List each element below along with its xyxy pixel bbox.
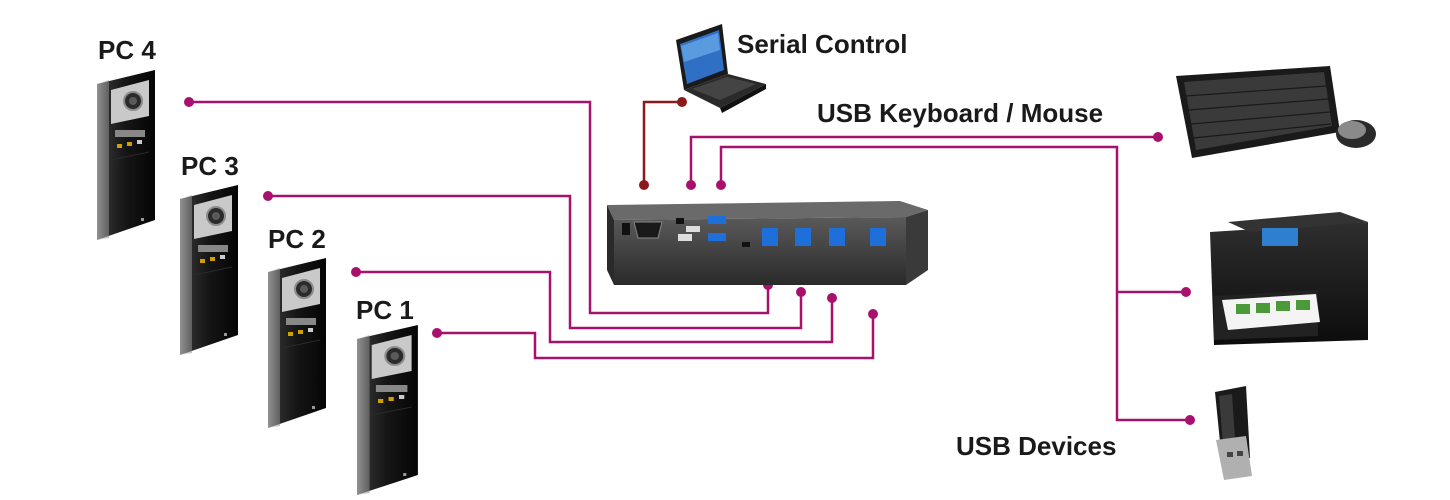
pc3-dot [263,191,273,201]
printer-dot [1181,287,1191,297]
keyboard-dot-kvm [686,180,696,190]
pc4-label: PC 4 [98,35,156,65]
pc3-label: PC 3 [181,151,239,181]
keyboard-cable [689,135,1158,185]
keyboard-mouse-icon [1176,66,1376,158]
pc2-tower-icon [267,257,327,429]
printer-icon [1210,212,1368,345]
pc2-cable [356,270,834,344]
pc1-label: PC 1 [356,295,414,325]
laptop-icon [676,24,766,113]
usb-flash-drive-icon [1215,386,1252,480]
serial-cable [642,100,682,185]
serial-dot-laptop [677,97,687,107]
connection-lines [184,97,1195,425]
keyboard-dot [1153,132,1163,142]
kvm-switch-icon [607,201,928,285]
kvm-port-dot-4 [868,309,878,319]
usb-devices-label: USB Devices [956,431,1117,461]
kvm-port-dot-2 [796,287,806,297]
pc3-tower-icon [179,184,239,356]
pc1-tower-icon [355,323,419,497]
pc3-cable [268,194,803,330]
serial-control-label: Serial Control [737,29,908,59]
pc1-dot [432,328,442,338]
pc4-dot [184,97,194,107]
kvm-port-dot-3 [827,293,837,303]
usb-devices-cable [719,145,1190,422]
usb-dot-kvm [716,180,726,190]
pc4-cable [189,100,770,315]
flash-drive-dot [1185,415,1195,425]
serial-dot-kvm [639,180,649,190]
usb-keyboard-mouse-label: USB Keyboard / Mouse [817,98,1104,128]
pc2-dot [351,267,361,277]
pc4-tower-icon [96,69,156,241]
pc1-cable [437,314,875,360]
pc2-label: PC 2 [268,224,326,254]
